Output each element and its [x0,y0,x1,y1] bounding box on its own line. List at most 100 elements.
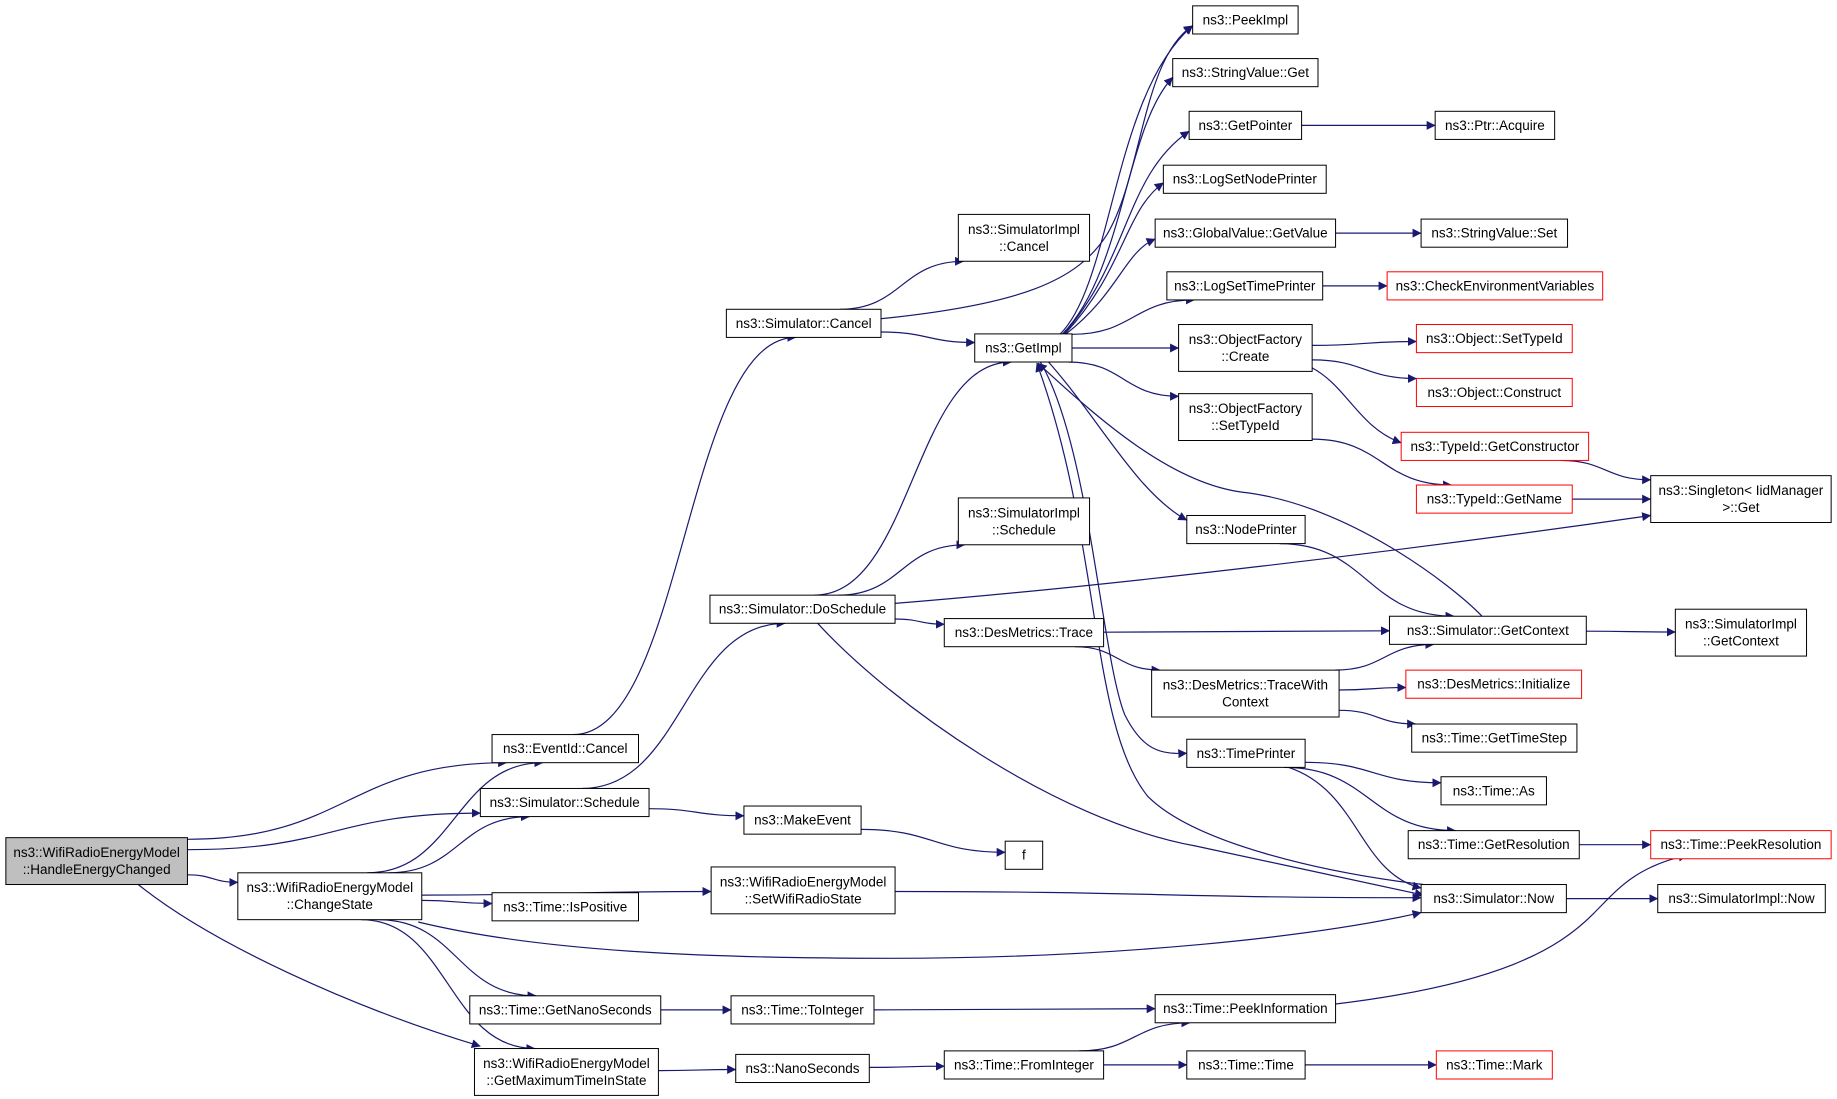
edge-line [581,618,786,790]
node-frominteger[interactable]: ns3::Time::FromInteger [943,1050,1105,1080]
node-simimplnow[interactable]: ns3::SimulatorImpl::Now [1657,884,1826,914]
edge-line [895,618,945,629]
edge-line [1339,683,1407,693]
edge-doschedule-to-simnow [817,622,1424,898]
edge-getcontext-to-simimplgetctx [1586,627,1676,637]
node-checkenv[interactable]: ns3::CheckEnvironmentVariables [1386,271,1604,301]
node-logsetnode[interactable]: ns3::LogSetNodePrinter [1162,164,1327,194]
node-label: >::Get [1722,500,1759,515]
node-timeas[interactable]: ns3::Time::As [1440,776,1547,806]
node-label: ns3::Time::Time [1198,1057,1294,1072]
node-box [479,787,650,818]
node-objsettypeid[interactable]: ns3::Object::SetTypeId [1415,324,1573,354]
node-gettimestep[interactable]: ns3::Time::GetTimeStep [1411,723,1578,753]
node-tointeger[interactable]: ns3::Time::ToInteger [730,995,875,1025]
node-box [1178,393,1313,442]
node-label: ns3::MakeEvent [754,813,851,828]
node-simcancel[interactable]: ns3::Simulator::Cancel [725,308,882,338]
edge-line [895,512,1652,604]
edge-line [1074,646,1161,675]
edge-changestate-to-ispositive [421,898,493,908]
node-getres[interactable]: ns3::Time::GetResolution [1407,830,1580,860]
node-box [1192,5,1299,35]
node-ispositive[interactable]: ns3::Time::IsPositive [491,892,639,922]
edge-getimpl-to-ofsettypeid [1068,361,1180,401]
node-getimpl[interactable]: ns3::GetImpl [974,333,1073,363]
node-destrace[interactable]: ns3::DesMetrics::Trace [943,618,1105,648]
node-label: ns3::CheckEnvironmentVariables [1396,278,1595,293]
node-label: ns3::PeekImpl [1203,12,1289,27]
node-makeevent[interactable]: ns3::MakeEvent [743,805,862,835]
node-eventcancel[interactable]: ns3::EventId::Cancel [491,734,639,764]
node-box [1004,840,1044,870]
node-box [1415,377,1573,408]
node-getpointer[interactable]: ns3::GetPointer [1188,110,1303,140]
node-box [1186,1050,1306,1080]
edge-line [1305,761,1442,788]
node-simimplcancel[interactable]: ns3::SimulatorImpl::Cancel [957,213,1091,262]
node-simimplschedule[interactable]: ns3::SimulatorImpl::Schedule [957,497,1091,546]
edge-doschedule-to-singleton [895,512,1652,604]
node-label: ns3::WifiRadioEnergyModel [247,880,414,895]
node-desinit[interactable]: ns3::DesMetrics::Initialize [1405,669,1583,699]
node-label: ns3::SimulatorImpl [968,505,1080,520]
node-peekinfo[interactable]: ns3::Time::PeekInformation [1154,994,1337,1024]
node-doschedule[interactable]: ns3::Simulator::DoSchedule [709,594,896,624]
edge-line [1312,438,1453,490]
edge-line [418,910,1422,959]
edge-line [187,808,481,851]
edge-line [1065,238,1156,335]
node-ofcreate[interactable]: ns3::ObjectFactory::Create [1178,324,1313,372]
node-label: ns3::LogSetTimePrinter [1174,278,1316,293]
node-getmaxtime[interactable]: ns3::WifiRadioEnergyModel::GetMaximumTim… [473,1048,659,1096]
node-f[interactable]: f [1004,840,1044,870]
edge-getmaxtime-to-nanoseconds [658,1065,737,1075]
edge-schedule-to-doschedule [581,618,786,790]
node-typeidctor[interactable]: ns3::TypeId::GetConstructor [1400,431,1590,461]
node-label: ns3::SimulatorImpl::Now [1668,891,1815,906]
node-peekres[interactable]: ns3::Time::PeekResolution [1650,830,1832,860]
node-nodeprinter[interactable]: ns3::NodePrinter [1186,514,1306,545]
edge-line [1312,337,1417,347]
node-singleton[interactable]: ns3::Singleton< IidManager >::Get [1650,475,1832,524]
node-ptracquire[interactable]: ns3::Ptr::Acquire [1434,110,1556,140]
node-ofsettypeid[interactable]: ns3::ObjectFactory::SetTypeId [1178,393,1313,442]
node-timemark[interactable]: ns3::Time::Mark [1435,1050,1553,1080]
node-setwifi[interactable]: ns3::WifiRadioEnergyModel::SetWifiRadioS… [710,866,896,915]
node-timeprinter[interactable]: ns3::TimePrinter [1186,738,1306,768]
edge-line [1560,459,1652,485]
node-label: ns3::WifiRadioEnergyModel [720,874,887,889]
node-typeidname[interactable]: ns3::TypeId::GetName [1415,484,1573,514]
node-objconstruct[interactable]: ns3::Object::Construct [1415,377,1573,408]
edge-line [367,758,544,874]
node-changestate[interactable]: ns3::WifiRadioEnergyModel::ChangeState [237,872,423,921]
edge-typeidctor-to-singleton [1560,459,1652,485]
call-edges [137,25,1688,1075]
node-peekimpl[interactable]: ns3::PeekImpl [1192,5,1299,35]
node-box [1411,723,1578,753]
node-stringget[interactable]: ns3::StringValue::Get [1172,58,1319,88]
edge-line [880,25,1193,320]
node-box [957,497,1091,546]
node-nanoseconds[interactable]: ns3::NanoSeconds [735,1053,870,1084]
node-box [1434,110,1556,140]
node-timetime[interactable]: ns3::Time::Time [1186,1050,1306,1080]
node-simimplgetctx[interactable]: ns3::SimulatorImpl::GetContext [1674,608,1808,657]
node-getcontext[interactable]: ns3::Simulator::GetContext [1388,615,1587,645]
node-gvgetvalue[interactable]: ns3::GlobalValue::GetValue [1154,218,1337,248]
edge-line [1288,766,1422,891]
node-box [1154,994,1337,1024]
edge-getimpl-to-gvgetvalue [1065,238,1156,335]
edge-line [817,622,1424,898]
edge-changestate-to-getnano [378,919,537,1001]
node-stringset[interactable]: ns3::StringValue::Set [1420,218,1569,248]
node-getnano[interactable]: ns3::Time::GetNanoSeconds [469,995,662,1025]
node-box [730,995,875,1025]
edge-line [1048,361,1188,521]
node-simnow[interactable]: ns3::Simulator::Now [1420,884,1567,914]
node-root[interactable]: ns3::WifiRadioEnergyModel::HandleEnergyC… [5,837,188,886]
node-schedule[interactable]: ns3::Simulator::Schedule [479,787,650,818]
node-logsettime[interactable]: ns3::LogSetTimePrinter [1166,271,1324,301]
edge-line [1037,362,1483,617]
